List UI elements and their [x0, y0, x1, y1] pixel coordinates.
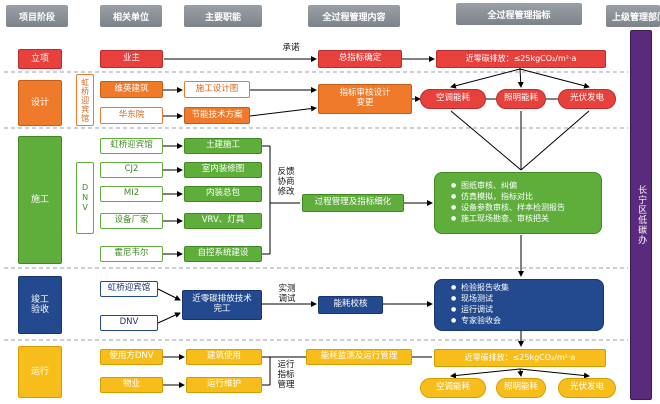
design-review-box: 指标审核设计变更: [318, 84, 412, 114]
unit-weiying: 维英建筑: [100, 81, 163, 98]
design-ind-pv: 光伏发电: [558, 89, 616, 109]
label-feedback: 反馈协商修改: [277, 167, 295, 197]
cons-check-2: 设备参数审核、样本检测报告: [451, 203, 565, 214]
construction-checklist: 图纸审核、纠偏 仿真模拟，指标对比 设备参数审核、样本检测报告 施工现场勘查、审…: [434, 172, 602, 234]
cons-duty-0: 土建施工: [184, 138, 262, 154]
acc-check-0: 检验报告收集: [451, 283, 509, 294]
energy-monitor-box: 能耗监测及运行管理: [306, 349, 412, 365]
design-ind-lighting: 照明能耗: [496, 89, 546, 109]
acc-check-2: 运行调试: [451, 305, 509, 316]
process-mgmt-box: 过程管理及指标细化: [302, 194, 404, 212]
duty-energy-plan: 节能技术方案: [184, 107, 250, 124]
construction-checklist-items: 图纸审核、纠偏 仿真模拟，指标对比 设备参数审核、样本检测报告 施工现场勘查、审…: [449, 181, 565, 224]
header-unit: 相关单位: [100, 5, 162, 27]
header-process: 全过程管理内容: [308, 5, 400, 27]
accept-unit-dnv: DNV: [100, 315, 158, 331]
op-duty-use: 建筑使用: [186, 349, 262, 365]
phase-construction: 施工: [18, 136, 62, 264]
acc-check-1: 现场测试: [451, 294, 509, 305]
phase-acceptance: 竣工验收: [18, 276, 62, 334]
phase-design: 设计: [18, 80, 62, 126]
header-indicator: 全过程管理指标: [456, 3, 582, 25]
dept-bar: 长宁区低碳办: [630, 30, 652, 400]
op-duty-maintain: 运行维护: [186, 377, 262, 393]
cons-unit-3: 设备厂家: [100, 213, 163, 229]
op-unit-property: 物业: [100, 377, 163, 393]
label-track: 运行指标管理: [277, 360, 295, 390]
carbon-target-box: 近零碳排放：≤25kgCO₂/m²·a: [436, 50, 606, 68]
op-ind-lighting: 照明能耗: [496, 378, 546, 398]
op-unit-dnv: 使用方DNV: [100, 349, 163, 365]
cons-check-1: 仿真模拟，指标对比: [451, 192, 565, 203]
cons-unit-0: 虹桥迎宾馆: [100, 138, 163, 154]
label-test: 实测调试: [278, 284, 296, 304]
op-ind-pv: 光伏发电: [558, 378, 616, 398]
header-stage: 项目阶段: [6, 5, 68, 27]
cons-duty-4: 自控系统建设: [184, 246, 262, 262]
construction-side-unit: DNV: [76, 162, 94, 234]
unit-owner: 业主: [100, 50, 163, 68]
arrows: [157, 56, 590, 388]
accept-unit-hongqiao: 虹桥迎宾馆: [100, 281, 158, 297]
cons-unit-1: CJ2: [100, 162, 163, 178]
header-dept: 上级管理部门: [606, 5, 660, 27]
label-commit: 承诺: [282, 43, 300, 53]
phase-lixiang: 立项: [18, 49, 62, 69]
acceptance-checklist: 检验报告收集 现场测试 运行调试 专家验收会: [434, 279, 604, 331]
phase-operation: 运行: [18, 346, 62, 398]
accept-duty-box: 近零碳排放技术完工: [182, 290, 262, 320]
cons-check-0: 图纸审核、纠偏: [451, 181, 565, 192]
op-carbon-target: 近零碳排放：≤25kgCO₂/m²·a: [434, 349, 606, 367]
design-ind-ac: 空调能耗: [420, 89, 486, 109]
energy-check-box: 能耗校核: [318, 296, 383, 314]
op-ind-ac: 空调能耗: [420, 378, 486, 398]
acceptance-checklist-items: 检验报告收集 现场测试 运行调试 专家验收会: [449, 283, 509, 326]
header-duty: 主要职能: [184, 5, 262, 27]
cons-duty-1: 室内装修图: [184, 162, 262, 178]
design-side-unit: 虹桥迎宾馆: [76, 74, 94, 126]
cons-unit-2: MI2: [100, 186, 163, 202]
row-separators: [4, 71, 628, 341]
cons-unit-4: 霍尼韦尔: [100, 246, 163, 262]
cons-duty-3: VRV、灯具: [184, 213, 262, 229]
cons-duty-2: 内装总包: [184, 186, 262, 202]
duty-construction-drawing: 施工设计图: [184, 81, 250, 98]
total-target-box: 总指标确定: [318, 50, 402, 68]
acc-check-3: 专家验收会: [451, 316, 509, 327]
unit-huadong: 华东院: [100, 107, 163, 124]
cons-check-3: 施工现场勘查、审核把关: [451, 214, 565, 225]
plain-links: [262, 66, 590, 386]
